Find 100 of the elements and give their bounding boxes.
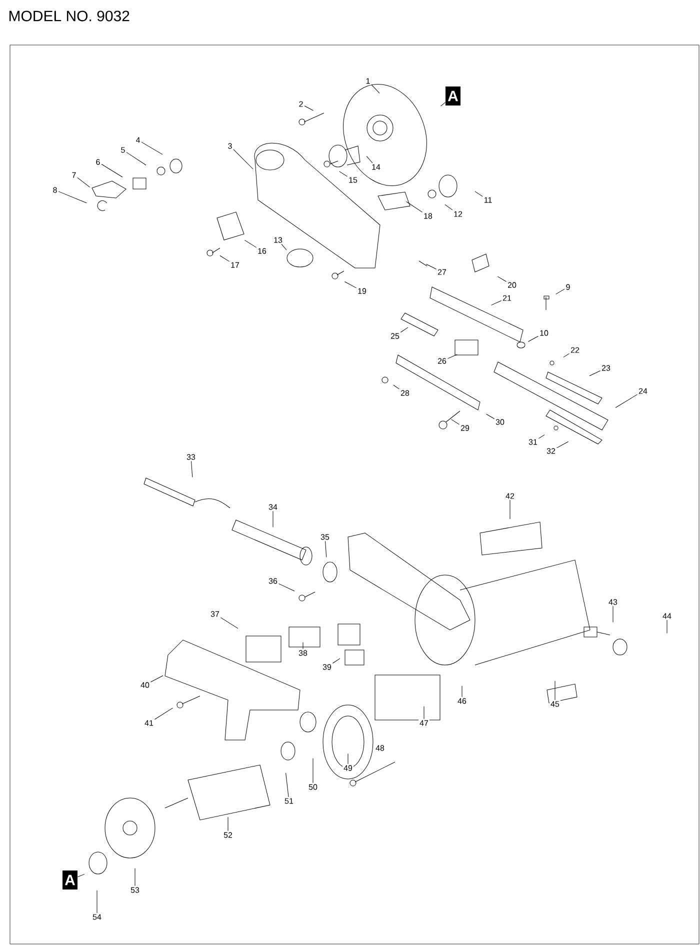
leader-line [451,419,460,425]
leader-line [191,460,193,478]
callout-number: 54 [92,913,102,921]
leader-line [96,890,98,914]
callout-number: 34 [268,503,278,511]
leader-line [141,142,163,155]
callout-number: 3 [226,142,234,150]
leader-line [339,171,348,177]
leader-line [371,84,380,94]
leader-line [528,336,539,342]
callout-number: 31 [528,438,538,446]
callout-number: 30 [494,418,506,426]
leader-line [220,255,230,262]
leader-line [154,708,174,720]
leader-line [312,758,314,784]
callout-number: 26 [436,357,448,365]
leader-line [538,434,545,439]
callout-number: 9 [564,283,572,291]
callout-number: 2 [298,100,304,108]
callout-number: 33 [186,453,196,461]
callout-number: 29 [460,424,470,432]
callout-number: 12 [452,210,464,218]
callout-number: 52 [222,831,234,839]
leader-line [497,276,507,282]
callout-number: 5 [120,146,126,154]
leader-line [426,264,437,270]
leader-line [400,327,408,332]
callout-number: 25 [390,332,400,340]
leader-line [325,540,327,558]
callout-number: 50 [308,783,318,791]
callout-number: 22 [570,346,580,354]
callout-number: 28 [400,389,410,397]
title: MODEL NO. 9032 [9,10,130,22]
callout-number: 17 [230,261,240,269]
leader-line [366,156,373,164]
leader-line [101,164,123,178]
callout-number: 24 [638,387,648,395]
callout-number: 20 [506,281,518,289]
callout-number: 23 [600,364,612,372]
callout-number: 19 [356,287,368,295]
leader-line [440,102,446,106]
leader-line [612,606,614,622]
callout-number: 13 [272,236,284,244]
callout-number: 27 [436,268,448,276]
callout-number: 14 [370,163,382,171]
leader-line [332,658,340,664]
callout-number: 10 [538,329,550,337]
leader-line [344,281,357,288]
callout-number: 36 [268,577,278,585]
leader-line [58,191,87,204]
leader-line [244,240,257,248]
leader-line [126,152,146,166]
callout-number: 51 [284,797,294,805]
leader-line [272,510,274,528]
leader-line [486,414,495,419]
callout-number: 21 [502,294,512,302]
leader-line [554,680,556,700]
leader-line [78,874,85,878]
leader-line [77,177,90,188]
leader-line [304,106,314,111]
leader-line [406,201,423,212]
callout-number: 4 [134,136,142,144]
callout-number: 41 [144,719,154,727]
callout-number: 37 [210,610,220,618]
callout-number: 53 [130,886,140,894]
leader-line [563,353,570,358]
callout-number: 43 [608,598,618,606]
callout-number: 39 [322,663,332,671]
callout-number: 45 [550,700,560,708]
leader-line [666,620,668,634]
leader-line [286,772,289,798]
leader-line [233,149,254,170]
callout-number: 42 [504,492,516,500]
callout-number: 35 [320,533,330,541]
callout-number: 46 [456,697,468,705]
leader-line [220,617,238,629]
callout-number: 49 [342,764,354,772]
callout-number: 47 [418,719,430,727]
leader-line [134,868,136,886]
callout-number: 11 [482,196,494,204]
leader-line [556,288,565,294]
leader-line [278,583,295,592]
callout-number: 1 [364,77,372,85]
leader-line [150,675,164,682]
leader-line [447,354,458,359]
callout-number: 18 [422,212,434,220]
callout-number: 7 [70,171,78,179]
leader-line [490,300,502,306]
leader-line [444,204,453,210]
callout-number: 6 [94,158,102,166]
callout-number: 15 [348,176,358,184]
callout-number: 38 [298,649,308,657]
leader-line [556,441,569,448]
callout-number: 40 [140,681,150,689]
leader-line [302,642,304,650]
leader-line [589,370,601,376]
leader-line [474,191,483,197]
leader-line [615,394,638,408]
callout-number: 44 [662,612,672,620]
callout-number: 48 [374,744,386,752]
